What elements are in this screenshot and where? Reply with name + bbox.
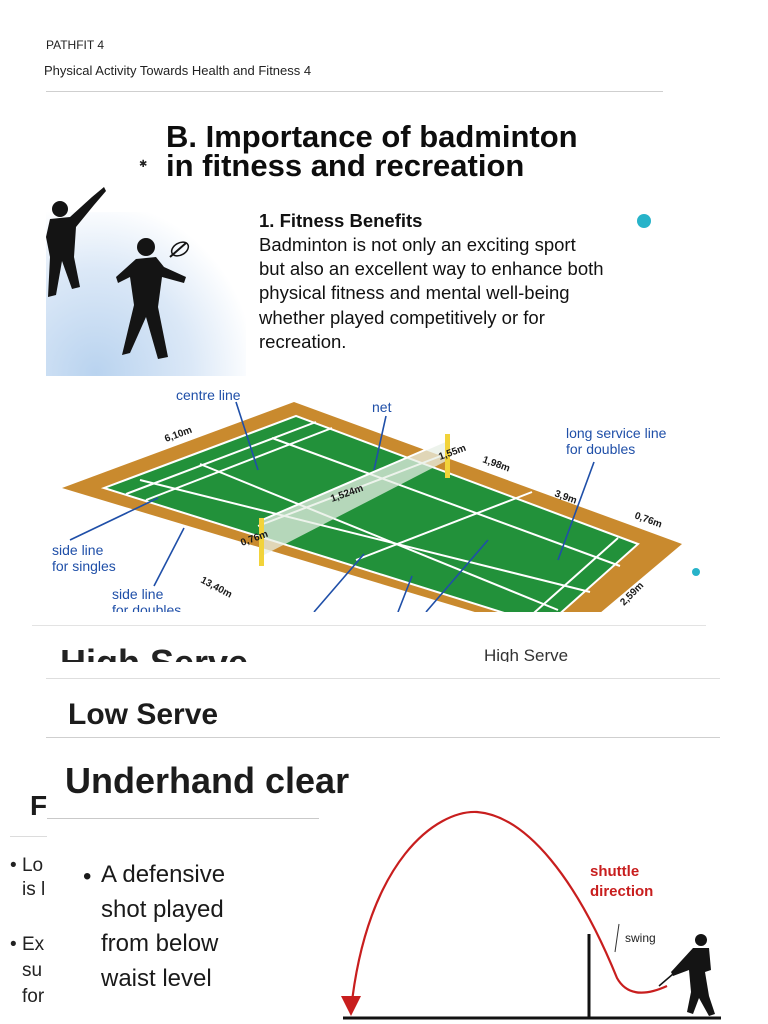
- slide-high-serve: High Serve High Serve: [32, 612, 706, 662]
- underhand-clear-diagram: shuttle direction swing: [341, 810, 721, 1020]
- label-side-doubles-1: side line: [112, 586, 164, 602]
- list-item-text: su: [22, 960, 43, 981]
- label-shuttle: shuttle: [590, 863, 639, 880]
- list-item-text: is l: [22, 879, 46, 900]
- net-mesh: [262, 440, 448, 556]
- body-line: Badminton is not only an exciting sport: [259, 234, 576, 255]
- slide-title: High Serve: [60, 642, 248, 662]
- slide-divider: [46, 737, 720, 738]
- arrow-head-icon: [341, 996, 361, 1016]
- course-code: PATHFIT 4: [46, 38, 105, 52]
- label-long-service-2: for doubles: [566, 441, 635, 457]
- badminton-court-diagram: centre line net long service line for do…: [52, 387, 700, 612]
- slide-underhand-clear: Underhand clear • A defensive shot playe…: [47, 740, 721, 1024]
- slide-divider: [47, 818, 319, 819]
- callout-lines: [69, 401, 595, 612]
- slide-divider: [46, 678, 720, 679]
- slide-divider: [32, 625, 706, 626]
- label-direction: direction: [590, 883, 653, 900]
- list-item-text: Ex: [21, 934, 45, 955]
- audio-dot-icon[interactable]: [637, 214, 651, 228]
- net-post-right: [445, 434, 450, 478]
- list-item-text: Lo: [21, 855, 44, 876]
- shuttle-trajectory: [349, 810, 668, 1011]
- bullet-line: from below: [101, 930, 219, 957]
- slide-title: B. Importance of badminton in fitness an…: [166, 119, 663, 183]
- list-item: • Lo: [10, 855, 44, 876]
- section-heading: 1. Fitness Benefits: [259, 210, 423, 231]
- dim-back-doubles: 0,76m: [633, 510, 664, 530]
- audio-dot-icon[interactable]: [692, 568, 700, 576]
- net-top-band: [261, 439, 449, 521]
- slide-divider: [10, 836, 60, 837]
- slide-title: Underhand clear: [65, 760, 350, 801]
- slide-title-line2: in fitness and recreation: [166, 148, 525, 183]
- label-net: net: [372, 399, 392, 415]
- body-line: whether played competitively or for: [259, 306, 545, 328]
- slide-title-line1: B. Importance of badminton: [166, 119, 578, 154]
- slide-low-serve: Low Serve: [46, 676, 720, 746]
- shuttlecock-icon: ✱: [139, 159, 148, 170]
- label-side-singles-1: side line: [52, 542, 104, 558]
- badminton-players-illustration: [46, 187, 190, 359]
- label-long-service-1: long service line: [566, 425, 667, 441]
- bullet-text: A defensive shot played from below waist…: [101, 858, 301, 996]
- label-centre-line: centre line: [176, 387, 241, 403]
- list-item-text: for: [22, 986, 45, 1007]
- body-line: recreation.: [259, 330, 347, 352]
- label-swing: swing: [625, 931, 656, 945]
- bullet-line: A defensive: [101, 861, 226, 888]
- course-subtitle: Physical Activity Towards Health and Fit…: [44, 63, 312, 78]
- section-body: Badminton is not only an exciting sport …: [259, 233, 659, 354]
- body-line: but also an excellent way to enhance bot…: [259, 258, 604, 280]
- slide-caption: High Serve: [484, 646, 569, 662]
- bullet-icon: •: [83, 863, 92, 890]
- body-line: physical fitness and mental well-being: [259, 282, 570, 304]
- swing-callout: [614, 923, 620, 953]
- dim-length: 13,40m: [199, 575, 234, 601]
- slide-title: Low Serve: [68, 698, 219, 731]
- list-item: • Ex: [10, 934, 45, 955]
- slide-fitness-benefits: ✱ B. Importance of badminton in fitness …: [46, 92, 663, 376]
- slide-title: F: [30, 790, 48, 821]
- header-divider: [46, 91, 663, 92]
- player-icon: [658, 934, 715, 1016]
- dim-short-service: 1,98m: [481, 454, 512, 474]
- bullet-line: waist level: [101, 964, 212, 992]
- bullet-line: shot played: [101, 895, 224, 923]
- label-side-singles-2: for singles: [52, 558, 116, 574]
- net-post-left: [259, 518, 264, 566]
- label-side-doubles-2: for doubles: [112, 602, 181, 612]
- court-diagram-slide: centre line net long service line for do…: [46, 380, 720, 612]
